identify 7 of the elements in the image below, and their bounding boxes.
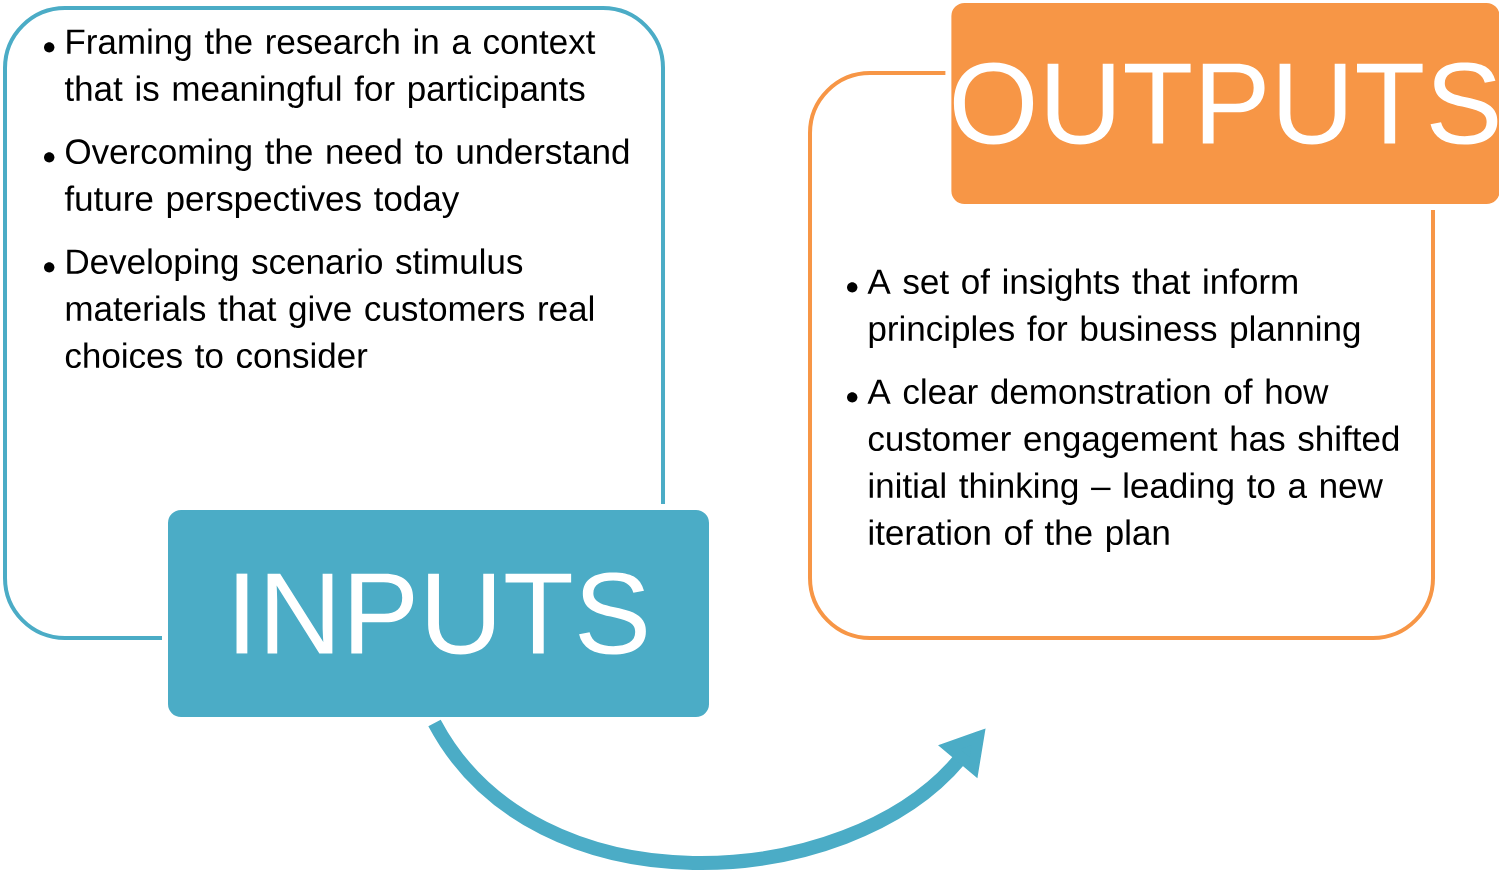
- bullet-text: Developing scenario stimulus materials that give customers real choices to consider: [65, 248, 593, 369]
- heading-box: OUTPUTS: [945, 0, 1499, 210]
- heading-box: INPUTS: [162, 504, 715, 723]
- bullet-text: A clear demonstration of how customer engagement has shifted initial thinking – leading to a new iteration of the plan: [867, 378, 1399, 553]
- bullet-text: Framing the research in a context that is meaningful for participants: [64, 28, 596, 109]
- bullet-text: Overcoming the need to understand future perspectives today: [64, 138, 629, 219]
- bullet-text: A set of insights that inform principles for business planning: [867, 268, 1360, 349]
